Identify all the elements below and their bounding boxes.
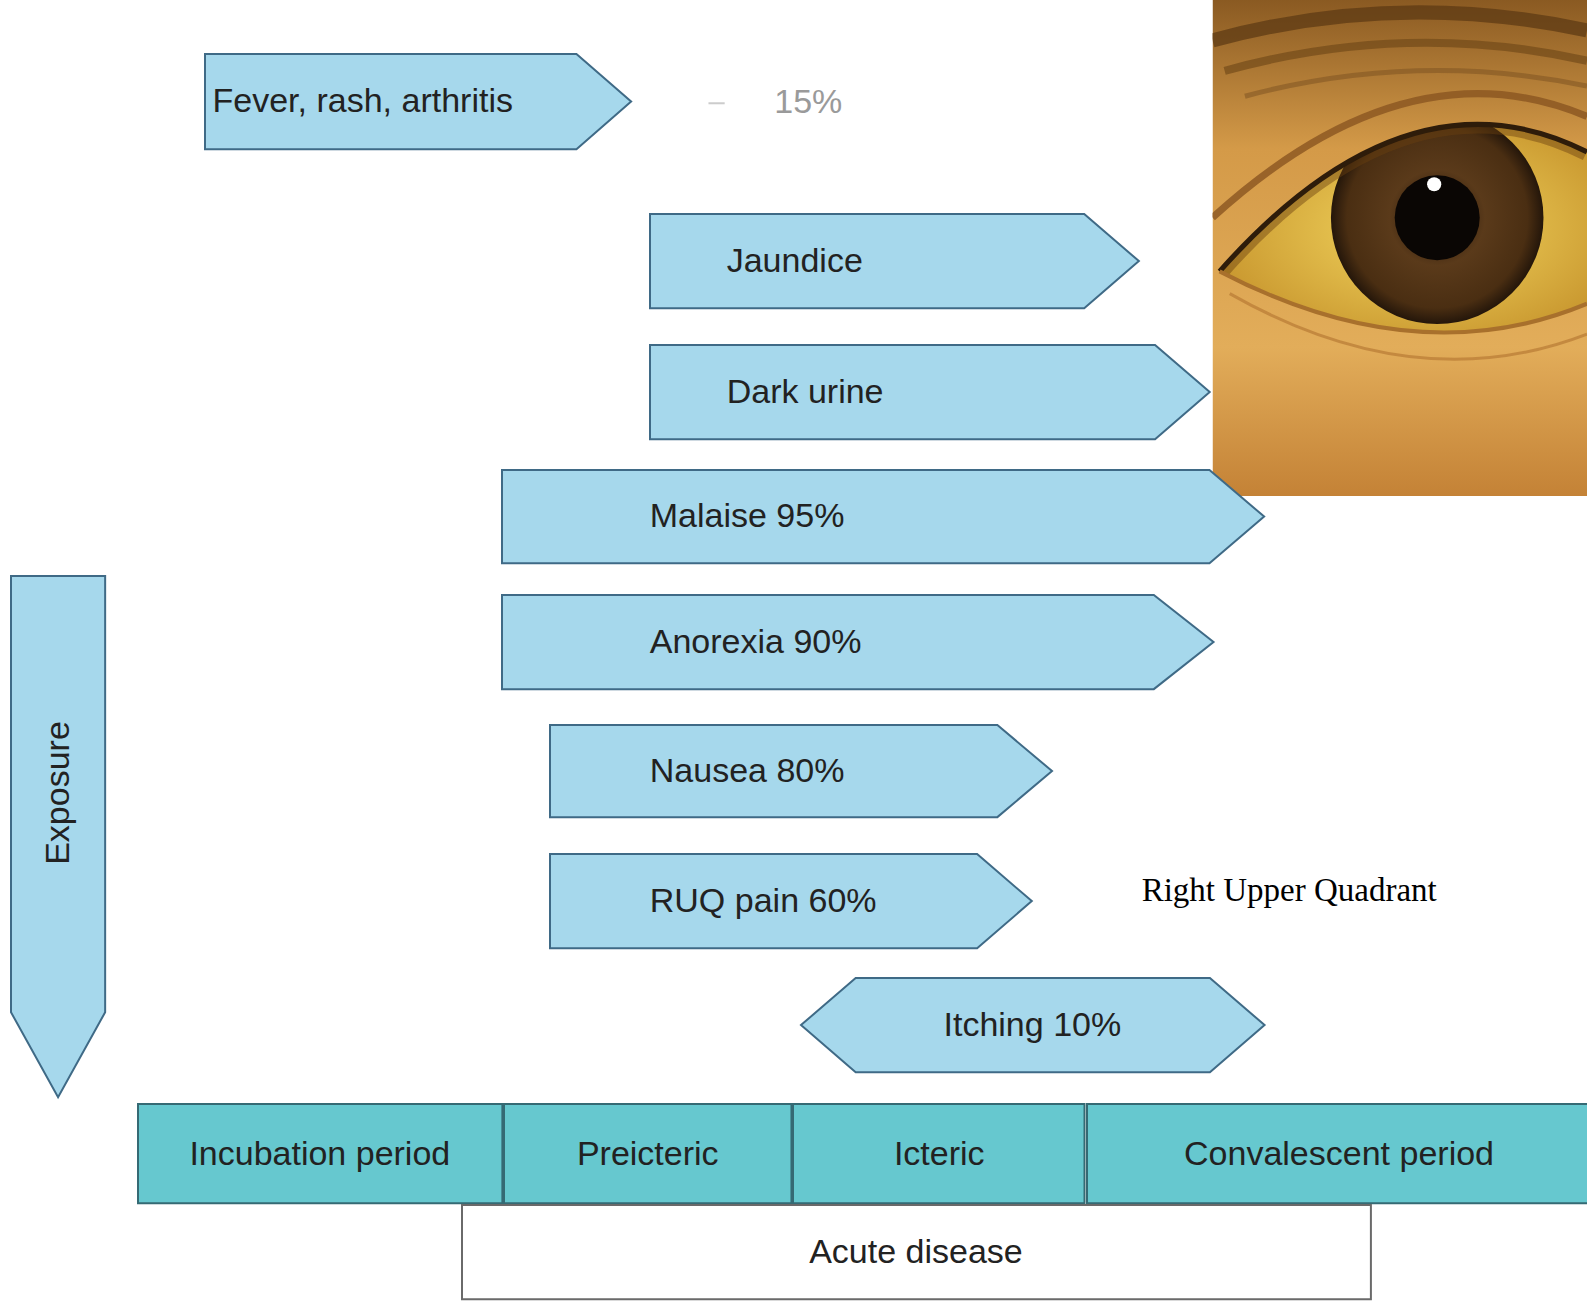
phase-label: Icteric <box>894 1135 985 1172</box>
outline-path <box>502 595 1214 689</box>
outline-path <box>650 214 1139 308</box>
symptom-label: Nausea 80% <box>650 752 845 789</box>
symptom-arrow: Dark urine <box>649 344 1211 440</box>
phase-cell: Preicteric <box>503 1103 792 1204</box>
outline-path <box>1087 1104 1587 1203</box>
jaundiced-eye-photo <box>1213 0 1587 496</box>
symptom-arrow: Fever, rash, arthritis <box>204 53 632 150</box>
outline-path <box>801 978 1265 1072</box>
outline-path <box>462 1205 1371 1299</box>
leader-line <box>708 102 724 104</box>
symptom-arrow: Anorexia 90% <box>501 594 1215 690</box>
percent-label: 15% <box>774 83 842 120</box>
outline-path <box>650 345 1210 439</box>
outline-path <box>138 1104 502 1203</box>
outline-path <box>550 854 1032 948</box>
outline-path <box>502 470 1264 563</box>
exposure-arrow: Exposure <box>10 575 106 1098</box>
phase-label: Incubation period <box>189 1135 450 1172</box>
outline-path <box>11 576 105 1097</box>
outline-path <box>793 1104 1085 1203</box>
symptom-label: RUQ pain 60% <box>650 883 877 920</box>
symptom-arrow: Itching 10% <box>800 977 1266 1073</box>
phase-label: Acute disease <box>809 1234 1023 1271</box>
symptom-label: Jaundice <box>727 242 863 279</box>
symptom-label: Malaise 95% <box>650 497 845 534</box>
phase-cell: Incubation period <box>137 1103 503 1204</box>
phase-label: Convalescent period <box>1184 1135 1494 1172</box>
symptom-label: Dark urine <box>727 373 884 410</box>
note-label: Right Upper Quadrant <box>1142 872 1437 908</box>
period-box: Acute disease <box>461 1204 1372 1300</box>
node-outline <box>649 213 1140 309</box>
symptom-label: Anorexia 90% <box>650 623 862 660</box>
symptom-label: Exposure <box>39 722 76 866</box>
phase-label: Preicteric <box>577 1135 719 1172</box>
symptom-arrow: RUQ pain 60% <box>549 853 1033 949</box>
symptom-arrow: Jaundice <box>649 213 1140 309</box>
phase-cell: Convalescent period <box>1086 1103 1587 1204</box>
symptom-label: Fever, rash, arthritis <box>213 83 513 120</box>
symptom-arrow: Malaise 95% <box>501 469 1265 564</box>
outline-path <box>550 725 1052 817</box>
phase-cell: Icteric <box>792 1103 1086 1204</box>
outline-path <box>504 1104 791 1203</box>
node-outline <box>501 469 1265 564</box>
symptom-label: Itching 10% <box>944 1006 1122 1043</box>
symptom-arrow: Nausea 80% <box>549 724 1053 818</box>
outline-path <box>205 54 631 149</box>
